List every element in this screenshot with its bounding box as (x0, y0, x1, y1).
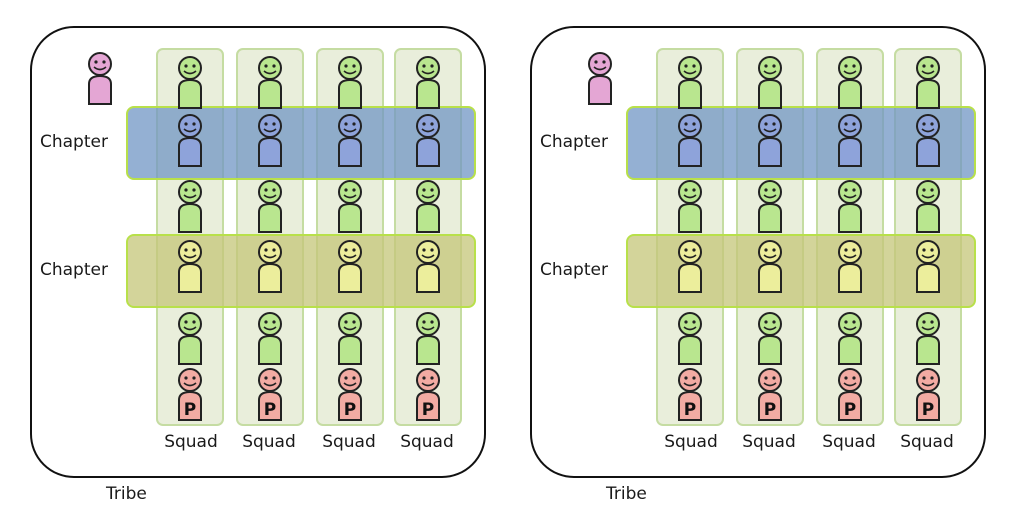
squad-member-figure (916, 56, 940, 109)
squad-member-figure (758, 312, 782, 365)
squad-label: Squad (900, 432, 954, 452)
product-owner-figure: P (338, 368, 362, 421)
chapter-member-figure (678, 114, 702, 167)
squad-member-figure (258, 56, 282, 109)
product-owner-figure: P (416, 368, 440, 421)
chapter-member-figure (916, 114, 940, 167)
tribe-label: Tribe (606, 484, 647, 504)
squad-member-figure (416, 56, 440, 109)
tribe-container: Chapter Chapter Squad Squad Squad Squad … (530, 26, 986, 478)
squad-label: Squad (164, 432, 218, 452)
product-owner-badge: P (184, 400, 196, 420)
chapter-member-figure (338, 240, 362, 293)
chapter-member-figure (678, 240, 702, 293)
squad-member-figure (258, 180, 282, 233)
product-owner-figure: P (258, 368, 282, 421)
chapter-member-figure (338, 114, 362, 167)
product-owner-figure: P (916, 368, 940, 421)
squad-member-figure (838, 56, 862, 109)
squad-member-figure (838, 180, 862, 233)
squad-member-figure (178, 56, 202, 109)
product-owner-badge: P (764, 400, 776, 420)
squad-member-figure (178, 180, 202, 233)
chapter-member-figure (178, 114, 202, 167)
product-owner-badge: P (922, 400, 934, 420)
squad-member-figure (758, 56, 782, 109)
squad-member-figure (838, 312, 862, 365)
squad-member-figure (338, 56, 362, 109)
squad-member-figure (416, 312, 440, 365)
chapter-member-figure (838, 114, 862, 167)
chapter-member-figure (258, 114, 282, 167)
product-owner-badge: P (422, 400, 434, 420)
chapter-member-figure (416, 114, 440, 167)
squad-member-figure (258, 312, 282, 365)
chapter-label: Chapter (40, 260, 108, 280)
squad-label: Squad (742, 432, 796, 452)
product-owner-figure: P (838, 368, 862, 421)
product-owner-figure: P (758, 368, 782, 421)
chapter-label: Chapter (40, 132, 108, 152)
product-owner-figure: P (178, 368, 202, 421)
tribe-lead-figure (88, 52, 112, 105)
product-owner-badge: P (344, 400, 356, 420)
chapter-member-figure (416, 240, 440, 293)
chapter-member-figure (178, 240, 202, 293)
chapter-member-figure (758, 114, 782, 167)
squad-member-figure (916, 312, 940, 365)
tribe-label: Tribe (106, 484, 147, 504)
product-owner-badge: P (684, 400, 696, 420)
tribe-lead-figure (588, 52, 612, 105)
tribe-container: Chapter Chapter Squad Squad Squad Squad … (30, 26, 486, 478)
chapter-label: Chapter (540, 260, 608, 280)
squad-member-figure (338, 312, 362, 365)
chapter-member-figure (758, 240, 782, 293)
product-owner-badge: P (844, 400, 856, 420)
squad-member-figure (678, 56, 702, 109)
squad-member-figure (178, 312, 202, 365)
product-owner-figure: P (678, 368, 702, 421)
chapter-label: Chapter (540, 132, 608, 152)
squad-member-figure (678, 180, 702, 233)
squad-member-figure (338, 180, 362, 233)
squad-member-figure (758, 180, 782, 233)
squad-label: Squad (664, 432, 718, 452)
squad-label: Squad (322, 432, 376, 452)
chapter-member-figure (916, 240, 940, 293)
squad-member-figure (916, 180, 940, 233)
squad-member-figure (416, 180, 440, 233)
squad-label: Squad (242, 432, 296, 452)
squad-member-figure (678, 312, 702, 365)
chapter-member-figure (838, 240, 862, 293)
squad-label: Squad (400, 432, 454, 452)
chapter-member-figure (258, 240, 282, 293)
product-owner-badge: P (264, 400, 276, 420)
squad-label: Squad (822, 432, 876, 452)
